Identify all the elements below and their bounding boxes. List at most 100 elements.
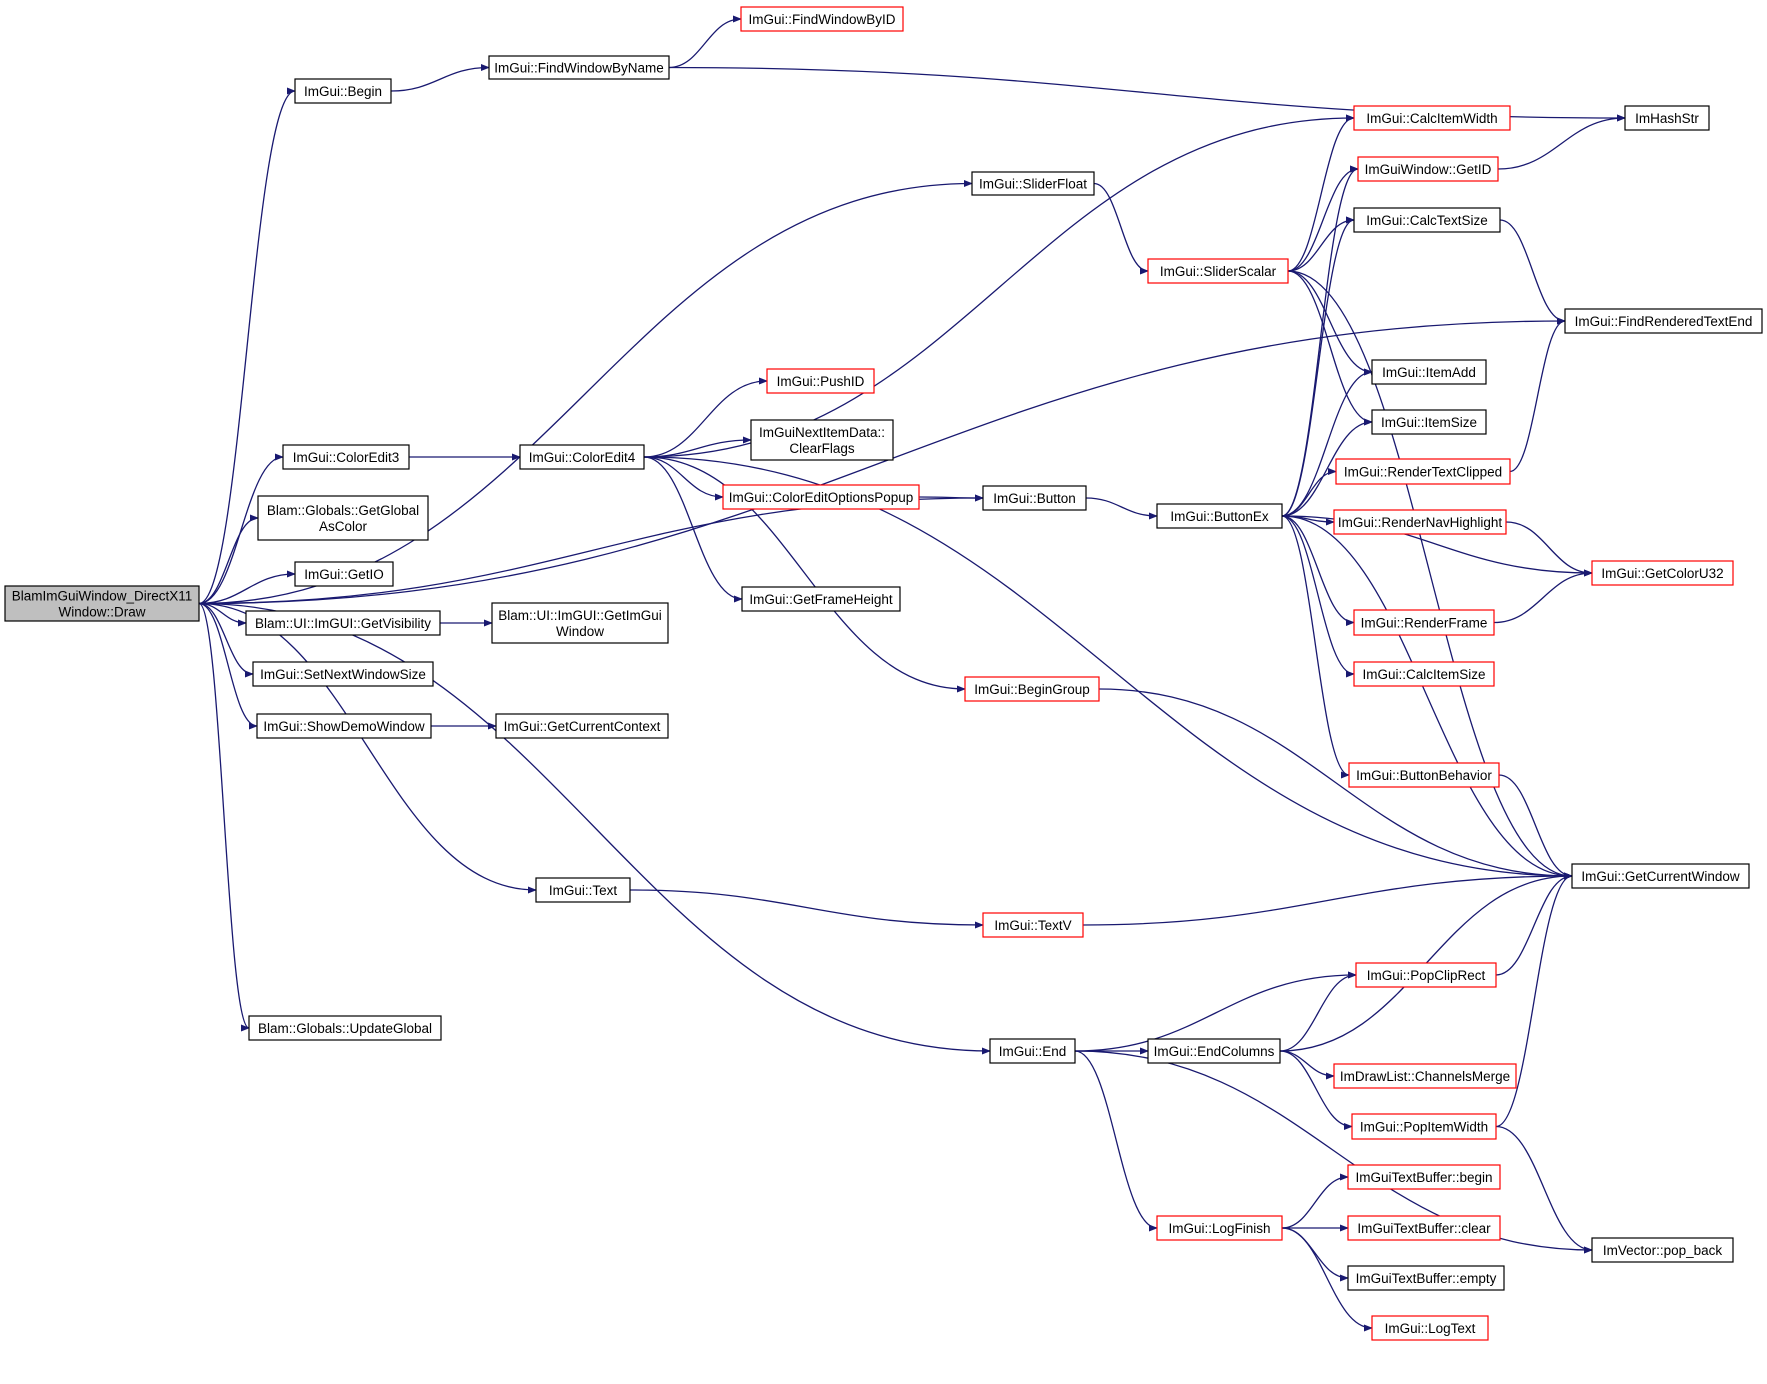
node-tbEmpty[interactable]: ImGuiTextBuffer::empty <box>1347 1265 1505 1291</box>
node-textV[interactable]: ImGui::TextV <box>982 912 1084 938</box>
node-box <box>248 1015 442 1041</box>
node-label: ImGui::RenderNavHighlight <box>1338 515 1503 530</box>
node-popBack[interactable]: ImVector::pop_back <box>1591 1237 1734 1263</box>
node-label: ImGui::LogFinish <box>1168 1221 1270 1236</box>
edge-colorEdit4-to-calcItemWidth <box>643 114 1355 458</box>
node-begin[interactable]: ImGui::Begin <box>294 78 392 104</box>
edge-begin-to-findByName <box>390 63 490 92</box>
node-box <box>1353 207 1501 233</box>
node-label: ImGuiTextBuffer::clear <box>1357 1221 1491 1236</box>
node-getColorU32[interactable]: ImGui::GetColorU32 <box>1591 560 1734 586</box>
node-label: ImGui::BeginGroup <box>974 682 1090 697</box>
node-box <box>1571 863 1750 889</box>
node-box <box>971 171 1095 196</box>
node-box <box>1357 156 1499 182</box>
node-itemSize[interactable]: ImGui::ItemSize <box>1371 409 1487 435</box>
node-box <box>1347 1215 1501 1241</box>
node-getVisibility[interactable]: Blam::UI::ImGUI::GetVisibility <box>245 610 441 636</box>
node-box <box>1348 762 1500 788</box>
node-box <box>740 6 904 32</box>
node-clearFlags[interactable]: ImGuiNextItemData::ClearFlags <box>750 419 894 461</box>
node-channelsMerge[interactable]: ImDrawList::ChannelsMerge <box>1333 1063 1517 1089</box>
node-box <box>1591 560 1734 586</box>
node-calcItemWidth[interactable]: ImGui::CalcItemWidth <box>1353 105 1511 131</box>
node-renderTextClipped[interactable]: ImGui::RenderTextClipped <box>1335 458 1511 485</box>
node-getCurrentWindow[interactable]: ImGui::GetCurrentWindow <box>1571 863 1750 889</box>
node-tbBegin[interactable]: ImGuiTextBuffer::begin <box>1347 1164 1501 1190</box>
edge-colorEdit4-to-clearFlags <box>643 436 752 458</box>
node-renderNav[interactable]: ImGui::RenderNavHighlight <box>1333 509 1507 535</box>
node-box <box>1564 308 1763 334</box>
node-getID[interactable]: ImGuiWindow::GetID <box>1357 156 1499 182</box>
node-box <box>1353 609 1495 636</box>
node-buttonEx[interactable]: ImGui::ButtonEx <box>1156 503 1283 529</box>
node-box <box>982 912 1084 938</box>
node-box <box>1355 962 1497 988</box>
edge-getID-to-hashStr <box>1497 114 1626 170</box>
edge-draw-to-colorEdit3 <box>198 453 284 605</box>
edge-endColumns-to-popItemWidth <box>1279 1050 1353 1131</box>
node-label: ImGui::End <box>999 1044 1067 1059</box>
node-calcTextSize[interactable]: ImGui::CalcTextSize <box>1353 207 1501 233</box>
edge-sliderScalar-to-getID <box>1287 165 1359 272</box>
node-pushID[interactable]: ImGui::PushID <box>766 368 875 394</box>
node-logText[interactable]: ImGui::LogText <box>1371 1315 1489 1341</box>
node-text[interactable]: ImGui::Text <box>535 877 631 903</box>
node-label: ImGui::Text <box>549 883 618 898</box>
edge-colorEdit4-to-colorPopup <box>643 456 724 501</box>
edge-popItemWidth-to-getCurrentWindow <box>1495 872 1573 1128</box>
edge-end-to-logFinish <box>1074 1050 1158 1232</box>
node-calcItemSize[interactable]: ImGui::CalcItemSize <box>1353 661 1495 687</box>
node-logFinish[interactable]: ImGui::LogFinish <box>1156 1215 1283 1241</box>
node-getCurrentContext[interactable]: ImGui::GetCurrentContext <box>495 713 669 739</box>
node-hashStr[interactable]: ImHashStr <box>1624 105 1710 131</box>
node-box <box>245 610 441 636</box>
node-end[interactable]: ImGui::End <box>989 1038 1076 1064</box>
node-tbClear[interactable]: ImGuiTextBuffer::clear <box>1347 1215 1501 1241</box>
node-label: ImGui::ColorEditOptionsPopup <box>729 490 914 505</box>
edge-buttonEx-to-getColorU32 <box>1281 515 1593 577</box>
node-label: ImGui::ButtonEx <box>1170 509 1269 524</box>
node-colorEdit4[interactable]: ImGui::ColorEdit4 <box>519 444 645 470</box>
node-sliderFloat[interactable]: ImGui::SliderFloat <box>971 171 1095 196</box>
edge-renderFrame-to-getColorU32 <box>1493 569 1593 624</box>
node-box <box>722 484 920 510</box>
node-label: ImGui::ColorEdit3 <box>293 450 400 465</box>
node-renderFrame[interactable]: ImGui::RenderFrame <box>1353 609 1495 636</box>
node-label: ImGui::SetNextWindowSize <box>260 667 426 682</box>
node-box <box>750 419 894 461</box>
node-label: ImGui::RenderFrame <box>1361 616 1488 631</box>
node-endColumns[interactable]: ImGui::EndColumns <box>1147 1038 1281 1064</box>
node-itemAdd[interactable]: ImGui::ItemAdd <box>1371 359 1487 385</box>
edge-buttonBehavior-to-getCurrentWindow <box>1498 774 1573 880</box>
node-colorEdit3[interactable]: ImGui::ColorEdit3 <box>282 444 410 470</box>
node-buttonBehavior[interactable]: ImGui::ButtonBehavior <box>1348 762 1500 788</box>
node-getIO[interactable]: ImGui::GetIO <box>294 561 394 587</box>
edge-renderTextClipped-to-findRendered <box>1509 317 1566 473</box>
node-label: ImGui::ItemSize <box>1381 415 1477 430</box>
node-label: Window::Draw <box>58 605 145 620</box>
node-label: ImGui::CalcItemWidth <box>1366 111 1497 126</box>
node-showDemo[interactable]: ImGui::ShowDemoWindow <box>256 713 432 739</box>
node-colorPopup[interactable]: ImGui::ColorEditOptionsPopup <box>722 484 920 510</box>
node-findByName[interactable]: ImGui::FindWindowByName <box>488 55 670 80</box>
node-box <box>1353 661 1495 687</box>
node-getFrameHeight[interactable]: ImGui::GetFrameHeight <box>741 586 901 612</box>
node-popItemWidth[interactable]: ImGui::PopItemWidth <box>1351 1113 1497 1140</box>
node-updateGlobal[interactable]: Blam::Globals::UpdateGlobal <box>248 1015 442 1041</box>
node-label: ImHashStr <box>1635 111 1699 126</box>
edge-endColumns-to-popClipRect <box>1279 971 1357 1052</box>
node-setNextWindowSize[interactable]: ImGui::SetNextWindowSize <box>252 661 434 687</box>
node-button[interactable]: ImGui::Button <box>982 485 1087 511</box>
node-label: ImDrawList::ChannelsMerge <box>1340 1069 1510 1084</box>
node-findByID[interactable]: ImGui::FindWindowByID <box>740 6 904 32</box>
node-sliderScalar[interactable]: ImGui::SliderScalar <box>1147 258 1289 284</box>
edge-sliderScalar-to-calcTextSize <box>1287 216 1355 272</box>
node-findRendered[interactable]: ImGui::FindRenderedTextEnd <box>1564 308 1763 334</box>
node-beginGroup[interactable]: ImGui::BeginGroup <box>964 676 1100 702</box>
node-popClipRect[interactable]: ImGui::PopClipRect <box>1355 962 1497 988</box>
node-box <box>1351 1113 1497 1140</box>
